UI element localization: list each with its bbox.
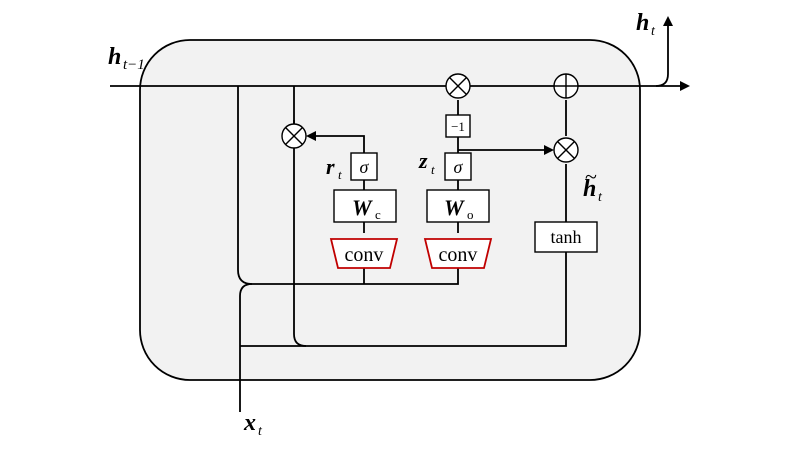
- svg-text:z: z: [418, 148, 428, 173]
- svg-text:t: t: [598, 190, 603, 205]
- svg-text:t: t: [258, 424, 263, 439]
- svg-text:−1: −1: [451, 119, 465, 134]
- svg-text:h: h: [583, 176, 596, 202]
- label-r-gate: r t: [326, 154, 342, 182]
- hprev-branch-right: [293, 86, 307, 347]
- label-x-input: x t: [243, 410, 263, 439]
- svg-text:tanh: tanh: [551, 227, 582, 247]
- label-h-prev: h t−1: [108, 44, 145, 73]
- conv-right-block: conv: [423, 238, 493, 269]
- neg-one-block: −1: [445, 114, 471, 138]
- add-op: [553, 73, 579, 99]
- weight-o-block: W o: [426, 189, 490, 223]
- svg-text:conv: conv: [439, 244, 478, 266]
- svg-text:h: h: [636, 10, 649, 36]
- svg-text:h: h: [108, 44, 121, 70]
- svg-text:t: t: [338, 167, 342, 182]
- weight-c-block: W c: [333, 189, 397, 223]
- svg-text:conv: conv: [345, 244, 384, 266]
- svg-text:t: t: [651, 24, 656, 39]
- label-h-out: h t: [636, 10, 656, 39]
- input-branch-tanh: [240, 252, 567, 347]
- svg-text:σ: σ: [360, 157, 370, 177]
- svg-text:t−1: t−1: [123, 57, 145, 73]
- svg-text:t: t: [431, 162, 435, 177]
- svg-text:~: ~: [585, 164, 597, 189]
- reset-gate-arrow: [306, 131, 365, 153]
- svg-text:W: W: [444, 195, 465, 220]
- sigma-z-block: σ: [444, 152, 472, 181]
- svg-text:o: o: [467, 207, 474, 222]
- conv-left-block: conv: [329, 238, 399, 269]
- top-multiply-op: [445, 73, 471, 99]
- svg-text:c: c: [375, 207, 381, 222]
- label-h-candidate: ~ h t: [583, 164, 603, 205]
- hprev-branch-left: [237, 86, 253, 285]
- candidate-multiply-op: [553, 137, 579, 163]
- tanh-block: tanh: [534, 221, 598, 253]
- svg-text:r: r: [326, 154, 335, 179]
- label-z-gate: z t: [418, 148, 435, 177]
- sigma-r-block: σ: [350, 152, 378, 181]
- reset-multiply-op: [281, 123, 307, 149]
- svg-text:σ: σ: [454, 157, 464, 177]
- svg-text:W: W: [352, 195, 373, 220]
- svg-text:x: x: [243, 410, 256, 436]
